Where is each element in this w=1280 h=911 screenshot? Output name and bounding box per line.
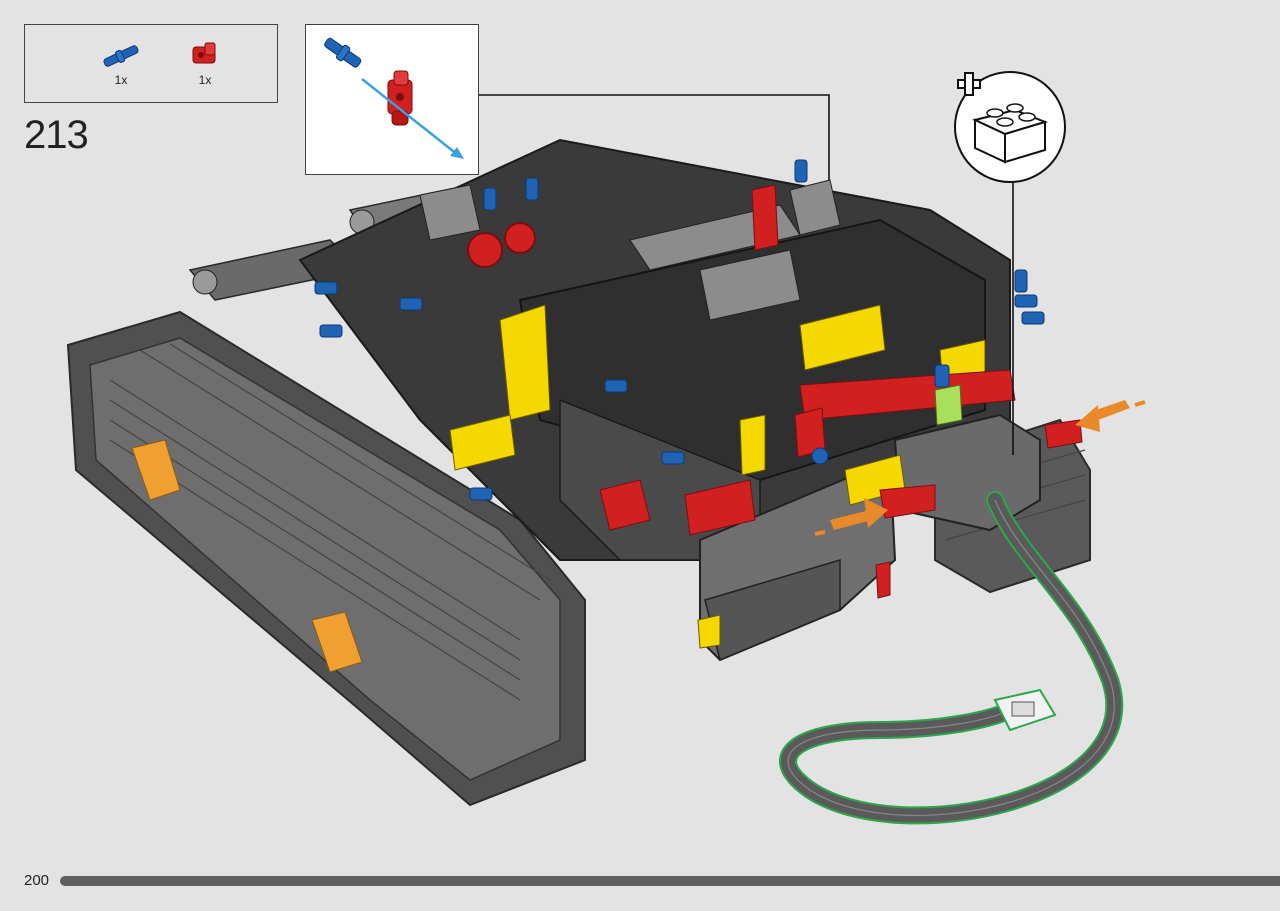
orange-arrow-right	[1075, 400, 1146, 432]
red-connector-icon	[192, 42, 216, 64]
page-number: 200	[24, 872, 50, 889]
orange-arrow-left	[814, 498, 888, 536]
insertion-arrow-line	[361, 78, 459, 156]
parts-list-item-blue-pin: 1x	[91, 25, 151, 104]
motor-cable	[779, 491, 1124, 825]
callout-blue-pin	[324, 37, 362, 68]
callout-illustration	[324, 37, 464, 159]
chassis	[298, 138, 1083, 662]
progress-bar	[60, 876, 1280, 886]
parts-list-box: 1x 1x	[24, 24, 278, 103]
left-track-orange-bracket-rear	[311, 611, 363, 673]
left-track	[66, 310, 586, 807]
left-track-orange-bracket-front	[131, 439, 181, 501]
insertion-arrow-head	[450, 147, 464, 159]
sub-assembly-callout	[305, 24, 479, 175]
blue-pin-icon	[103, 45, 139, 67]
parts-list-quantity: 1x	[114, 73, 128, 87]
parts-list-quantity: 1x	[198, 73, 212, 87]
step-number: 213	[24, 113, 89, 157]
plus-brick-icon	[954, 71, 1066, 183]
parts-list-item-red-connector: 1x	[175, 25, 235, 104]
